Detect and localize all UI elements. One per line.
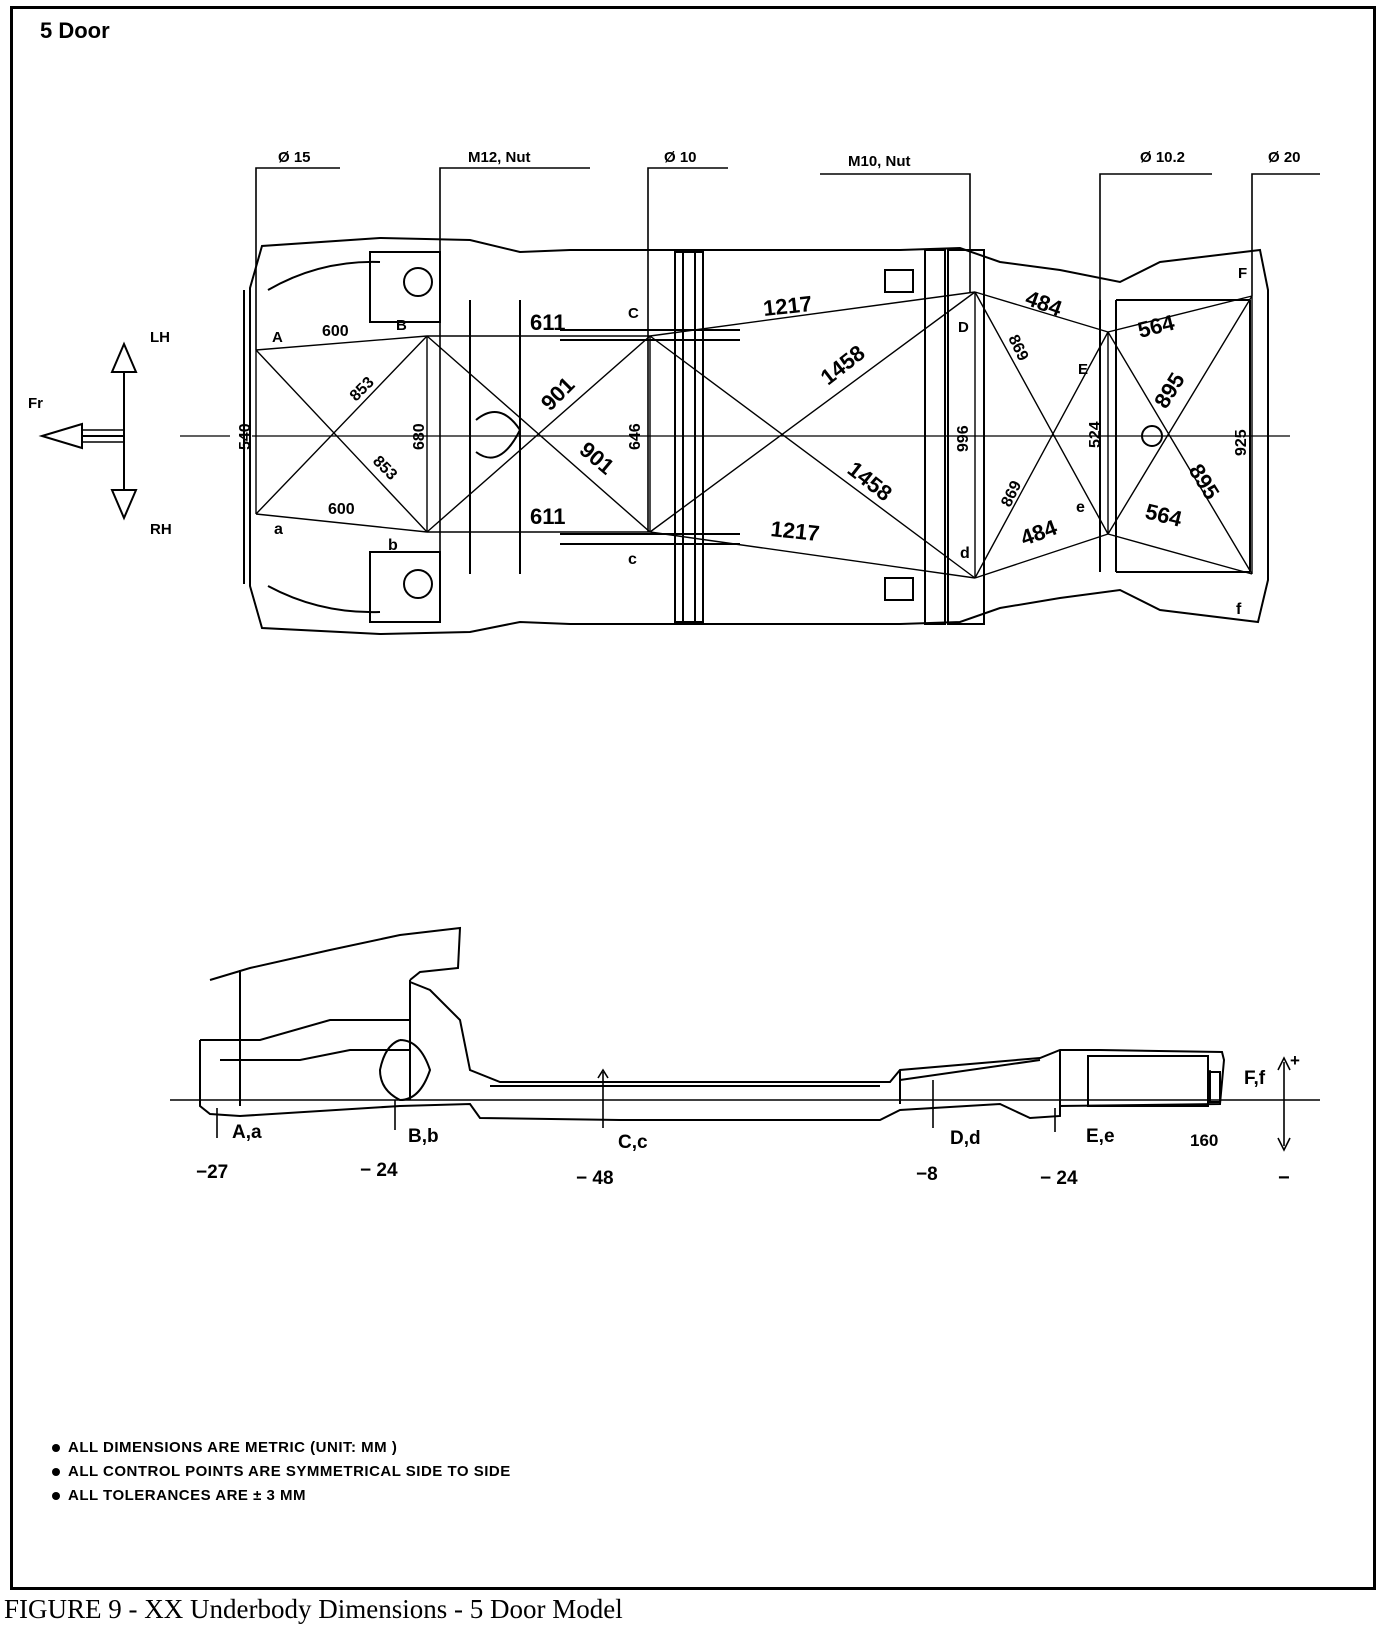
point-a: a — [274, 521, 283, 538]
dim-width-a: 540 — [237, 423, 254, 450]
notes-list: ALL DIMENSIONS ARE METRIC (UNIT: MM ) AL… — [52, 1436, 511, 1508]
callout-6: Ø 20 — [1268, 149, 1301, 166]
point-f: f — [1236, 601, 1242, 618]
point-C: C — [628, 305, 639, 322]
drawing-frame — [10, 6, 1376, 1590]
callout-3: Ø 10 — [664, 149, 697, 166]
bullet-icon — [52, 1444, 60, 1453]
point-b: b — [388, 537, 398, 554]
callout-4: M10, Nut — [848, 153, 911, 170]
bullet-icon — [52, 1492, 60, 1501]
side-point-Ee: E,e — [1086, 1126, 1115, 1147]
height-Ff: 160 — [1190, 1131, 1218, 1150]
dim-de-top: 484 — [1022, 285, 1066, 321]
point-E: E — [1078, 361, 1088, 378]
side-point-Ff: F,f — [1244, 1068, 1266, 1089]
label-front: Fr — [28, 395, 43, 412]
point-e: e — [1076, 499, 1085, 516]
orientation-arrows — [38, 341, 138, 521]
note-item: ALL CONTROL POINTS ARE SYMMETRICAL SIDE … — [52, 1460, 511, 1484]
dim-de-bottom: 484 — [1017, 514, 1061, 550]
dim-ab-diag-2: 853 — [369, 453, 400, 484]
callout-1: Ø 15 — [278, 149, 311, 166]
dim-ab-top: 600 — [322, 323, 349, 340]
dim-de-diag-1: 869 — [1004, 332, 1031, 364]
label-lh: LH — [150, 329, 170, 346]
dim-cd-top: 1217 — [762, 291, 813, 321]
body-outline-side — [199, 926, 1226, 1121]
dim-width-b: 680 — [411, 423, 428, 450]
dim-ef-bottom: 564 — [1143, 499, 1185, 532]
side-point-Bb: B,b — [408, 1126, 439, 1147]
side-point-Dd: D,d — [950, 1128, 981, 1149]
dim-bc-top: 611 — [530, 310, 566, 335]
dim-cd-bottom: 1217 — [769, 516, 820, 546]
dim-cd-diag-2: 1458 — [843, 456, 897, 506]
dim-de-diag-2: 869 — [998, 478, 1025, 510]
sign-plus: + — [1290, 1051, 1300, 1070]
dim-bc-diag-2: 901 — [575, 437, 619, 480]
height-Cc: − 48 — [576, 1168, 614, 1189]
dim-width-f: 925 — [1233, 429, 1250, 456]
sign-minus: − — [1278, 1167, 1290, 1189]
figure-caption: FIGURE 9 - XX Underbody Dimensions - 5 D… — [4, 1594, 623, 1624]
note-item: ALL DIMENSIONS ARE METRIC (UNIT: MM ) — [52, 1436, 511, 1460]
label-rh: RH — [150, 521, 172, 538]
height-Bb: − 24 — [360, 1160, 398, 1181]
point-c: c — [628, 551, 637, 568]
point-A: A — [272, 329, 283, 346]
callout-leaders — [255, 167, 1320, 620]
side-point-Cc: C,c — [618, 1132, 648, 1153]
point-F: F — [1238, 265, 1247, 282]
dim-width-d: 996 — [955, 425, 972, 452]
point-B: B — [396, 317, 407, 334]
dim-ef-diag-1: 895 — [1149, 368, 1190, 412]
note-item: ALL TOLERANCES ARE ± 3 MM — [52, 1484, 511, 1508]
dim-ef-top: 564 — [1135, 310, 1177, 343]
point-D: D — [958, 319, 969, 336]
height-Ee: − 24 — [1040, 1168, 1078, 1189]
body-outline-plan — [243, 236, 1269, 636]
dim-ef-diag-2: 895 — [1184, 459, 1225, 503]
bullet-icon — [52, 1468, 60, 1477]
measurement-lines — [255, 291, 1253, 579]
side-point-Aa: A,a — [232, 1122, 262, 1143]
dim-ab-bottom: 600 — [328, 501, 355, 518]
dim-bc-diag-1: 901 — [536, 372, 580, 416]
height-markers — [216, 1056, 1291, 1152]
dim-width-c: 646 — [627, 423, 644, 450]
dim-bc-bottom: 611 — [530, 504, 566, 529]
callout-5: Ø 10.2 — [1140, 149, 1185, 166]
point-d: d — [960, 545, 970, 562]
dim-cd-diag-1: 1458 — [816, 340, 870, 390]
page-title: 5 Door — [40, 18, 110, 43]
dim-width-e: 524 — [1087, 421, 1104, 448]
dim-ab-diag-1: 853 — [347, 374, 378, 405]
height-Aa: −27 — [196, 1162, 228, 1183]
callout-2: M12, Nut — [468, 149, 531, 166]
height-Dd: −8 — [916, 1164, 938, 1185]
